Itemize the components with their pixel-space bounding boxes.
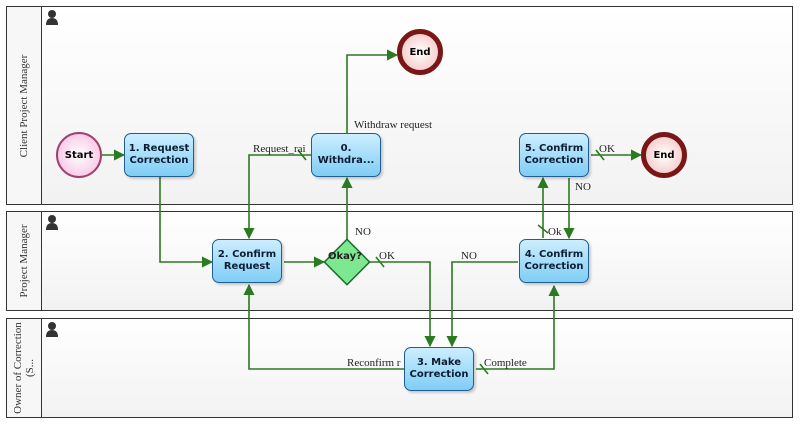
- end-event-right[interactable]: End: [641, 132, 687, 178]
- task-label: 3. Make Correction: [409, 357, 469, 380]
- flow-gateway-to-t3: [370, 261, 436, 348]
- task-make-correction[interactable]: 3. Make Correction: [404, 347, 474, 391]
- task-confirm-correction-5[interactable]: 5. Confirm Correction: [519, 133, 589, 177]
- default-flow-slash: [595, 149, 605, 161]
- lane-owner-of-correction: Owner of Correction (S...: [6, 318, 793, 418]
- task-label: 4. Confirm Correction: [524, 249, 584, 272]
- flow-label-reconfirm: Reconfirm r: [347, 357, 401, 369]
- flow-label-ok: OK: [599, 143, 615, 155]
- flow-label-complete: Complete: [484, 357, 527, 369]
- flow-t4-to-t3: [446, 261, 518, 348]
- flow-label-no: NO: [355, 226, 371, 238]
- task-request-correction[interactable]: 1. Request Correction: [124, 133, 194, 177]
- default-flow-slash: [297, 149, 307, 161]
- flow-label-request: Request_rai: [253, 143, 306, 155]
- task-confirm-request[interactable]: 2. Confirm Request: [212, 239, 282, 283]
- task-withdraw[interactable]: 0. Withdra...: [311, 133, 381, 177]
- lane-project-manager: Project Manager: [6, 211, 793, 311]
- flow-t3-to-t4: [476, 284, 560, 370]
- default-flow-slash: [537, 224, 549, 234]
- default-flow-slash: [479, 363, 489, 375]
- flow-label-withdraw-request: Withdraw request: [354, 119, 433, 131]
- end-event-top[interactable]: End: [397, 29, 443, 75]
- flow-label-no: NO: [575, 181, 591, 193]
- flow-label-ok: Ok: [548, 226, 562, 238]
- task-label: 0. Withdra...: [317, 143, 375, 166]
- flow-label-ok: OK: [379, 250, 395, 262]
- lane-header: Owner of Correction (S...: [7, 319, 42, 417]
- gateway-label: Okay?: [328, 251, 362, 262]
- end-event-label: End: [409, 46, 431, 58]
- start-event[interactable]: Start: [56, 132, 102, 178]
- person-icon: [46, 215, 58, 230]
- end-event-label: End: [653, 149, 675, 161]
- flow-t0-to-t2: [243, 154, 311, 240]
- lane-header: Project Manager: [7, 212, 42, 310]
- gateway: [323, 238, 371, 286]
- default-flow-slash: [375, 256, 385, 268]
- person-icon: [46, 10, 58, 25]
- task-label: 2. Confirm Request: [217, 249, 277, 272]
- start-event-label: Start: [64, 149, 94, 161]
- person-icon: [46, 322, 58, 337]
- flow-t3-to-t2: [243, 283, 404, 370]
- lane-header: Client Project Manager: [7, 7, 42, 204]
- flow-t0-to-end: [346, 49, 399, 133]
- flow-t1-to-t2: [159, 177, 214, 268]
- flow-label-no: NO: [461, 250, 477, 262]
- task-label: 5. Confirm Correction: [524, 143, 584, 166]
- task-label: 1. Request Correction: [128, 143, 190, 166]
- task-confirm-correction-4[interactable]: 4. Confirm Correction: [519, 239, 589, 283]
